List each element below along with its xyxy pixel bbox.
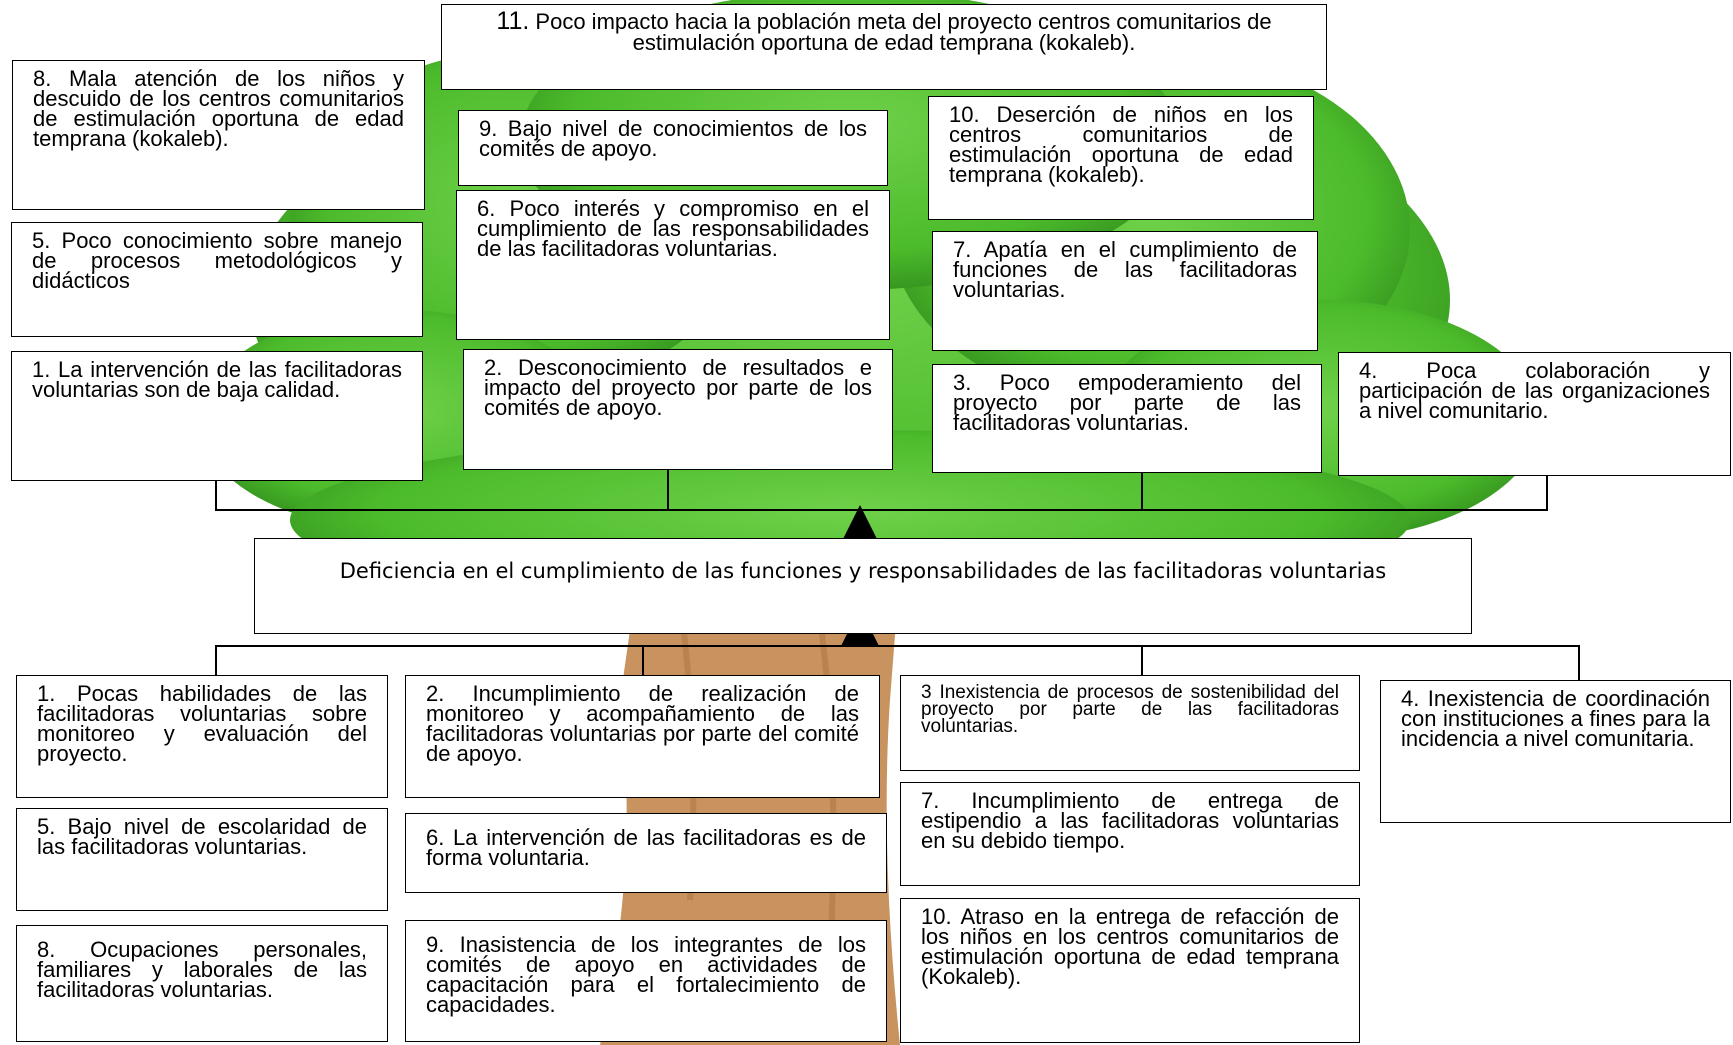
effect-text: 1. La intervención de las facilitadoras …	[32, 357, 402, 402]
effect-text: 6. Poco interés y compromiso en el cumpl…	[477, 196, 869, 261]
cause-box-6: 6. La intervención de las facilitadoras …	[405, 813, 887, 893]
cause-text: 3 Inexistencia de procesos de sostenibil…	[921, 682, 1339, 737]
cause-box-5: 5. Bajo nivel de escolaridad de las faci…	[16, 808, 388, 911]
effect-text: 7. Apatía en el cumplimiento de funcione…	[953, 237, 1297, 302]
connector-line	[1141, 472, 1143, 510]
cause-box-3: 3 Inexistencia de procesos de sostenibil…	[900, 675, 1360, 771]
cause-text: 1. Pocas habilidades de las facilitadora…	[37, 681, 367, 766]
effect-text: 4. Poca colaboración y participación de …	[1359, 358, 1710, 423]
effect-text: Poco impacto hacia la población meta del…	[535, 9, 1272, 55]
effect-text: 5. Poco conocimiento sobre manejo de pro…	[32, 228, 402, 293]
effect-text: 8. Mala atención de los niños y descuido…	[33, 66, 404, 151]
effect-box-11: 11. Poco impacto hacia la población meta…	[441, 4, 1327, 90]
cause-text: 4. Inexistencia de coordinación con inst…	[1401, 686, 1710, 751]
connector-line	[667, 470, 669, 510]
effect-text: 10. Deserción de niños en los centros co…	[949, 102, 1293, 187]
effect-text: 9. Bajo nivel de conocimientos de los co…	[479, 116, 867, 161]
arrow-up-icon	[841, 505, 879, 543]
central-problem-box: Deficiencia en el cumplimiento de las fu…	[254, 538, 1472, 634]
effect-box-5: 5. Poco conocimiento sobre manejo de pro…	[11, 222, 423, 337]
cause-box-10: 10. Atraso en la entrega de refacción de…	[900, 898, 1360, 1043]
effect-box-4: 4. Poca colaboración y participación de …	[1338, 352, 1731, 476]
cause-text: 6. La intervención de las facilitadoras …	[426, 825, 866, 870]
effect-box-3: 3. Poco empoderamiento del proyecto por …	[932, 364, 1322, 473]
cause-box-9: 9. Inasistencia de los integrantes de lo…	[405, 920, 887, 1042]
cause-box-1: 1. Pocas habilidades de las facilitadora…	[16, 675, 388, 798]
effect-box-9: 9. Bajo nivel de conocimientos de los co…	[458, 110, 888, 186]
cause-box-8: 8. Ocupaciones personales, familiares y …	[16, 925, 388, 1042]
cause-box-4: 4. Inexistencia de coordinación con inst…	[1380, 680, 1731, 823]
cause-text: 5. Bajo nivel de escolaridad de las faci…	[37, 814, 367, 859]
connector-line	[215, 645, 217, 675]
connector-line	[215, 645, 1580, 647]
connector-line	[1578, 645, 1580, 680]
effect-box-2: 2. Desconocimiento de resultados e impac…	[463, 349, 893, 470]
effect-text: 3. Poco empoderamiento del proyecto por …	[953, 370, 1301, 435]
cause-box-2: 2. Incumplimiento de realización de moni…	[405, 675, 880, 798]
connector-line	[215, 509, 1548, 511]
connector-line	[642, 645, 644, 675]
effect-number: 11.	[496, 7, 530, 35]
effect-box-10: 10. Deserción de niños en los centros co…	[928, 96, 1314, 220]
central-problem-text: Deficiencia en el cumplimiento de las fu…	[339, 559, 1387, 583]
cause-text: 7. Incumplimiento de entrega de estipend…	[921, 788, 1339, 853]
effect-box-8: 8. Mala atención de los niños y descuido…	[12, 60, 425, 210]
cause-text: 9. Inasistencia de los integrantes de lo…	[426, 932, 866, 1017]
connector-line	[215, 480, 217, 510]
effect-box-1: 1. La intervención de las facilitadoras …	[11, 351, 423, 481]
connector-line	[1141, 645, 1143, 675]
cause-text: 10. Atraso en la entrega de refacción de…	[921, 904, 1339, 989]
cause-box-7: 7. Incumplimiento de entrega de estipend…	[900, 782, 1360, 886]
effect-box-6: 6. Poco interés y compromiso en el cumpl…	[456, 190, 890, 340]
effect-box-7: 7. Apatía en el cumplimiento de funcione…	[932, 231, 1318, 351]
cause-text: 2. Incumplimiento de realización de moni…	[426, 681, 859, 766]
cause-text: 8. Ocupaciones personales, familiares y …	[37, 937, 367, 1002]
effect-text: 2. Desconocimiento de resultados e impac…	[484, 355, 872, 420]
connector-line	[1546, 476, 1548, 510]
